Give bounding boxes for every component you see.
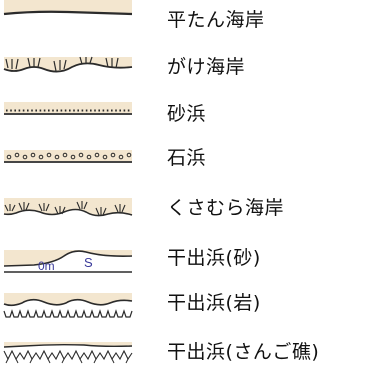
legend-label-sand-beach: 砂浜	[167, 103, 207, 125]
legend-label-tidal-flat-rock: 干出浜(岩)	[167, 292, 261, 314]
flat-coast-symbol	[3, 0, 133, 16]
legend-label-grass-coast: くさむら海岸	[167, 197, 285, 219]
legend-row-tidal-flat-sand: 0m S 干出浜(砂)	[0, 238, 375, 278]
legend-row-cliff-coast: がけ海岸	[0, 47, 375, 87]
legend-label-cliff-coast: がけ海岸	[167, 56, 246, 78]
tidal-flat-coral-symbol	[3, 342, 133, 364]
legend-label-tidal-flat-coral: 干出浜(さんご礁)	[167, 341, 320, 363]
legend-row-flat-coast: 平たん海岸	[0, 0, 375, 40]
legend-row-grass-coast: くさむら海岸	[0, 188, 375, 228]
legend-label-flat-coast: 平たん海岸	[167, 9, 265, 31]
sand-beach-symbol	[4, 102, 132, 115]
legend-label-stone-beach: 石浜	[167, 147, 207, 169]
sand-code-label: S	[84, 255, 93, 270]
legend-row-stone-beach: 石浜	[0, 138, 375, 178]
tidal-flat-rock-symbol	[3, 293, 133, 318]
legend-label-tidal-flat-sand: 干出浜(砂)	[167, 247, 261, 269]
legend-row-tidal-flat-rock: 干出浜(岩)	[0, 283, 375, 323]
stone-beach-symbol	[4, 150, 132, 163]
zero-meter-label: 0m	[38, 259, 55, 273]
tidal-flat-sand-symbol: 0m S	[3, 250, 133, 273]
cliff-coast-symbol	[3, 56, 133, 73]
legend-row-sand-beach: 砂浜	[0, 94, 375, 134]
grass-coast-symbol	[3, 198, 133, 217]
legend-row-tidal-flat-coral: 干出浜(さんご礁)	[0, 332, 375, 372]
